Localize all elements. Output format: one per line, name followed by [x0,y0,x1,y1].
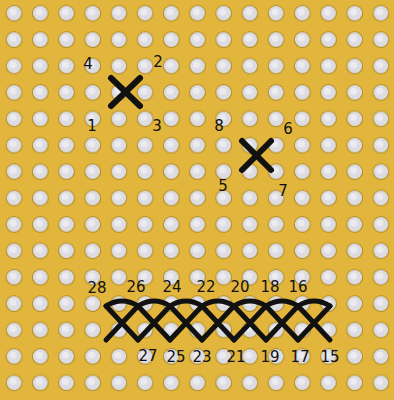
callout-number: 7 [278,184,288,199]
callout-number: 19 [260,350,279,365]
callout-number: 22 [196,280,215,295]
callout-number: 21 [226,350,245,365]
callout-number: 20 [230,280,249,295]
callout-number: 28 [87,281,106,296]
callout-number: 24 [162,280,181,295]
callout-number: 18 [260,280,279,295]
callout-number: 23 [192,350,211,365]
callout-number: 26 [126,280,145,295]
callout-number: 27 [138,349,157,364]
callout-number: 6 [283,122,293,137]
callout-number: 8 [214,119,224,134]
callout-number: 1 [87,119,97,134]
callout-number: 17 [290,350,309,365]
callout-number: 2 [153,55,163,70]
callout-number: 4 [83,57,93,72]
callout-number: 16 [288,280,307,295]
callout-number: 25 [166,350,185,365]
callout-number: 5 [218,179,228,194]
callout-number: 3 [152,119,162,134]
callout-number: 15 [320,350,339,365]
